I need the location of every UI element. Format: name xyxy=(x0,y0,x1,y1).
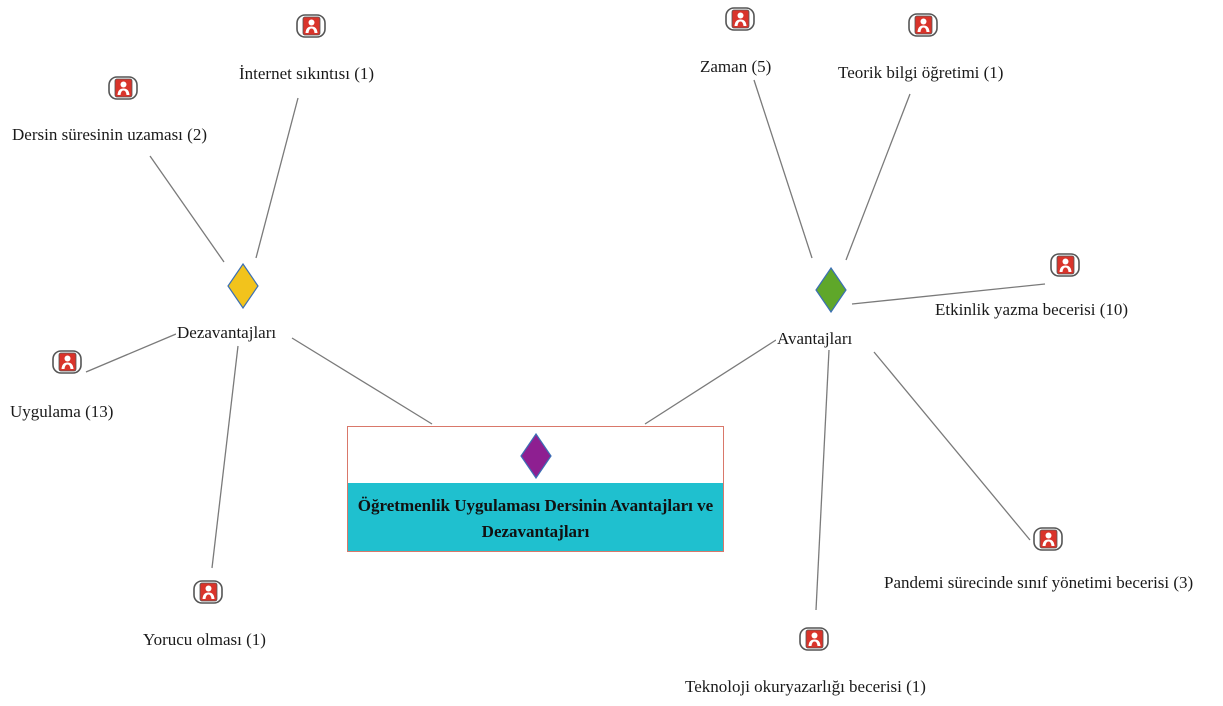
code-document-icon[interactable] xyxy=(725,7,755,31)
central-diamond-shape xyxy=(520,433,552,479)
edge-av-zaman xyxy=(753,79,813,259)
edge-central-dezavantajlar xyxy=(291,337,433,425)
code-document-icon[interactable] xyxy=(1033,527,1063,551)
edge-dez-uygulama xyxy=(85,333,177,373)
edge-av-etkinlik xyxy=(851,283,1046,305)
code-label-zaman[interactable]: Zaman (5) xyxy=(700,57,772,76)
edge-av-teorik xyxy=(845,93,911,261)
central-title: Öğretmenlik Uygulaması Dersinin Avantajl… xyxy=(357,496,714,541)
avantajlar-diamond-icon[interactable] xyxy=(815,267,847,313)
code-document-icon[interactable] xyxy=(193,580,223,604)
edge-dez-yorucu xyxy=(211,345,239,569)
code-document-icon[interactable] xyxy=(52,350,82,374)
code-document-icon[interactable] xyxy=(799,627,829,651)
edge-av-teknoloji xyxy=(815,349,830,611)
central-title-band xyxy=(348,483,723,551)
code-label-uygulama[interactable]: Uygulama (13) xyxy=(10,402,114,421)
hub-label-avantajlar[interactable]: Avantajları xyxy=(776,329,854,349)
edge-central-avantajlar xyxy=(644,339,777,425)
code-label-internet[interactable]: İnternet sıkıntısı (1) xyxy=(239,64,375,83)
code-document-icon[interactable] xyxy=(908,13,938,37)
code-label-etkinlik[interactable]: Etkinlik yazma becerisi (10) xyxy=(935,300,1129,319)
code-label-teorik[interactable]: Teorik bilgi öğretimi (1) xyxy=(838,63,1004,82)
code-document-icon[interactable] xyxy=(296,14,326,38)
dezavantajlar-diamond-icon[interactable] xyxy=(227,263,259,309)
code-label-yorucu[interactable]: Yorucu olması (1) xyxy=(143,630,266,649)
code-document-icon[interactable] xyxy=(1050,253,1080,277)
dezavantajlar-diamond-shape xyxy=(227,263,259,309)
central-node[interactable]: Öğretmenlik Uygulaması Dersinin Avantajl… xyxy=(347,426,724,552)
code-label-pandemi[interactable]: Pandemi sürecinde sınıf yönetimi beceris… xyxy=(884,573,1194,592)
edge-dez-dersin-suresi xyxy=(149,155,225,263)
hub-label-dezavantajlar[interactable]: Dezavantajları xyxy=(176,323,278,343)
code-document-icon[interactable] xyxy=(108,76,138,100)
code-label-dersin-suresi[interactable]: Dersin süresinin uzaması (2) xyxy=(12,125,207,144)
code-label-teknoloji[interactable]: Teknoloji okuryazarlığı becerisi (1) xyxy=(685,677,926,696)
edge-dez-internet xyxy=(255,97,299,259)
central-diamond-icon xyxy=(520,433,552,479)
avantajlar-diamond-shape xyxy=(815,267,847,313)
edge-av-pandemi xyxy=(873,351,1031,541)
